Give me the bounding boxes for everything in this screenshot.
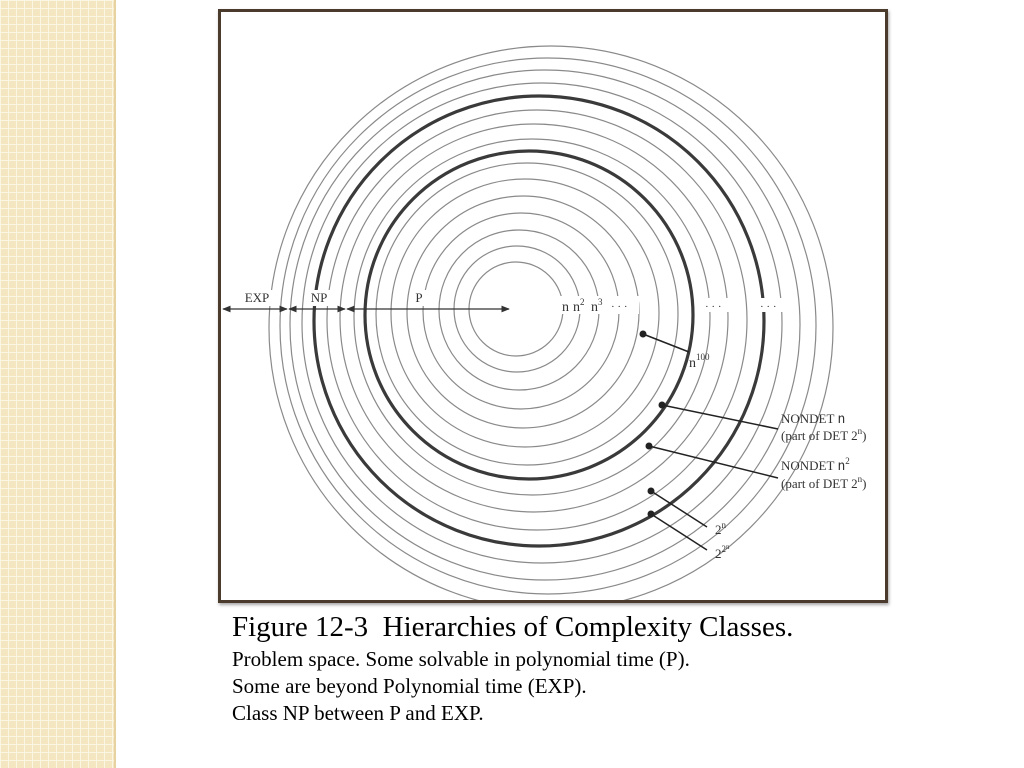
- svg-text:2n: 2n: [715, 520, 727, 537]
- np-label: NP: [311, 290, 328, 305]
- complexity-ring: [289, 69, 801, 581]
- complexity-ring: [375, 162, 679, 466]
- complexity-ring: [326, 109, 748, 531]
- ring-label-n2: n2: [573, 297, 585, 315]
- p-label: P: [415, 290, 422, 305]
- svg-text:n100: n100: [689, 352, 710, 371]
- concentric-rings: [268, 45, 834, 600]
- class-boundary-ring: [312, 94, 766, 548]
- complexity-diagram: EXP NP P n n2 n3 · · · · · · · · · n100 …: [222, 45, 867, 600]
- complexity-ring: [268, 45, 834, 600]
- svg-text:(part of DET 2n): (part of DET 2n): [781, 474, 867, 491]
- complexity-ring: [339, 123, 729, 513]
- ring-dots-middle: · · ·: [705, 301, 722, 313]
- ring-dots-outer: · · ·: [760, 301, 777, 313]
- complexity-ring: [353, 138, 711, 496]
- ring-label-n3: n3: [591, 297, 603, 315]
- caption-title: Figure 12-3 Hierarchies of Complexity Cl…: [232, 611, 794, 643]
- caption-line-2: Some are beyond Polynomial time (EXP).: [232, 674, 587, 698]
- complexity-ring: [390, 178, 660, 448]
- callout-2-2n: 22n: [647, 510, 730, 561]
- exp-label: EXP: [245, 290, 270, 305]
- svg-text:NONDET n2: NONDET n2: [781, 456, 850, 474]
- callout-n100: n100: [639, 330, 710, 371]
- decorative-side-strip: [0, 0, 114, 768]
- svg-text:NONDET n: NONDET n: [781, 411, 845, 427]
- caption-line-3: Class NP between P and EXP.: [232, 701, 484, 725]
- ring-dots-inner: · · ·: [611, 301, 628, 313]
- side-strip-border: [114, 0, 116, 768]
- callout-2n: 2n: [647, 487, 727, 537]
- figure-caption: Figure 12-3 Hierarchies of Complexity Cl…: [232, 608, 1012, 727]
- callout-nondet-n: NONDET n (part of DET 2n): [658, 401, 867, 443]
- caption-line-1: Problem space. Some solvable in polynomi…: [232, 647, 690, 671]
- complexity-ring: [301, 82, 783, 564]
- figure-frame: EXP NP P n n2 n3 · · · · · · · · · n100 …: [218, 9, 888, 603]
- ring-label-n: n: [562, 300, 569, 315]
- class-boundary-ring: [363, 149, 695, 481]
- svg-text:(part of DET 2n): (part of DET 2n): [781, 426, 867, 443]
- callout-nondet-n2: NONDET n2 (part of DET 2n): [645, 442, 867, 491]
- svg-text:22n: 22n: [715, 543, 730, 561]
- complexity-ring: [279, 57, 817, 595]
